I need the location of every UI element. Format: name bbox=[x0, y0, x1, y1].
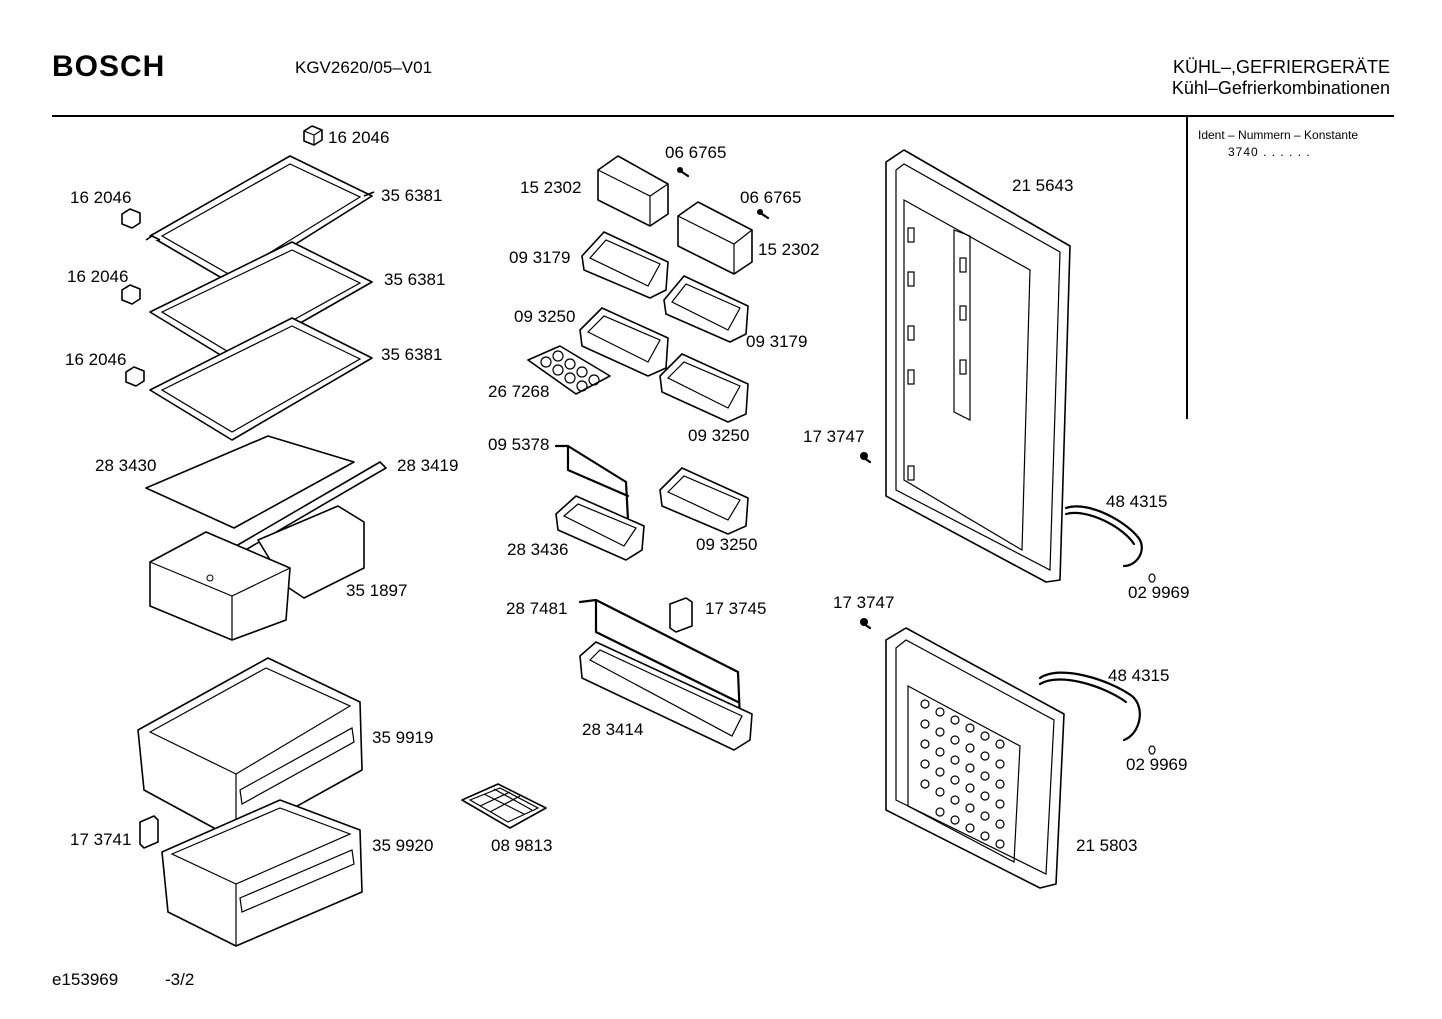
label-door-bin-with-holder: 28 3436 bbox=[507, 540, 568, 559]
shelf-2-part bbox=[149, 241, 373, 363]
label-shelf-1: 35 6381 bbox=[381, 186, 442, 205]
ice-tray-part bbox=[461, 783, 547, 829]
door-bin-small-1-part bbox=[581, 231, 669, 299]
label-handle-2: 48 4315 bbox=[1108, 666, 1169, 685]
glass-cover-part bbox=[145, 435, 355, 529]
cap-2-part bbox=[1148, 745, 1156, 755]
door-bin-with-holder-part bbox=[555, 495, 645, 561]
label-cap-2: 02 9969 bbox=[1126, 755, 1187, 774]
egg-tray-part bbox=[527, 345, 611, 395]
label-freezer-door: 21 5803 bbox=[1076, 836, 1137, 855]
hinge-pin-1-part bbox=[860, 452, 872, 464]
lid-left-part bbox=[597, 155, 669, 227]
label-clip-1: 16 2046 bbox=[70, 188, 131, 207]
freezer-door-grid bbox=[920, 699, 1005, 849]
cap-1-part bbox=[1148, 573, 1156, 583]
screw-2-part bbox=[757, 209, 770, 220]
label-egg-tray: 26 7268 bbox=[488, 382, 549, 401]
label-handle-1: 48 4315 bbox=[1106, 492, 1167, 511]
drawer-lower-part bbox=[161, 799, 363, 947]
label-lid-right: 15 2302 bbox=[758, 240, 819, 259]
label-crisper-bins: 35 1897 bbox=[346, 581, 407, 600]
label-door-bin-3: 09 3250 bbox=[696, 535, 757, 554]
bottle-holder-small-part bbox=[554, 444, 630, 522]
shelf-1-part bbox=[145, 155, 375, 285]
bottle-shelf-part bbox=[579, 641, 753, 751]
crisper-bins-part bbox=[149, 505, 365, 641]
label-drawer-clip: 17 3741 bbox=[70, 830, 131, 849]
label-door-bin-1: 09 3250 bbox=[514, 307, 575, 326]
label-lid-left: 15 2302 bbox=[520, 178, 581, 197]
ident-divider bbox=[1186, 117, 1188, 419]
label-bottle-holder-small: 09 5378 bbox=[488, 435, 549, 454]
label-fridge-door: 21 5643 bbox=[1012, 176, 1073, 195]
bottle-clip-part bbox=[669, 597, 693, 633]
label-bottle-clip: 17 3745 bbox=[705, 599, 766, 618]
category-subtitle: Kühl–Gefrierkombinationen bbox=[1171, 78, 1390, 98]
label-glass-cover: 28 3430 bbox=[95, 456, 156, 475]
label-clip-2: 16 2046 bbox=[67, 267, 128, 286]
door-bin-small-2-part bbox=[663, 275, 749, 343]
category-title: KÜHL–,GEFRIERGERÄTE bbox=[1172, 57, 1390, 77]
drawer-clip-part bbox=[139, 815, 159, 849]
bottle-holder-large-part bbox=[578, 598, 742, 722]
door-bin-1-part bbox=[579, 307, 669, 377]
brand-logo: BOSCH bbox=[52, 50, 166, 83]
lid-right-part bbox=[677, 201, 753, 275]
label-bottle-shelf: 28 3414 bbox=[582, 720, 643, 739]
clip-top-part bbox=[303, 125, 323, 146]
label-shelf-3: 35 6381 bbox=[381, 345, 442, 364]
clip-2-part bbox=[121, 284, 141, 305]
freezer-door-part bbox=[885, 627, 1065, 889]
label-door-bin-small-2: 09 3179 bbox=[746, 332, 807, 351]
page-number: -3/2 bbox=[165, 970, 195, 989]
label-door-bin-2: 09 3250 bbox=[688, 426, 749, 445]
label-screw-2: 06 6765 bbox=[740, 188, 801, 207]
label-shelf-2: 35 6381 bbox=[384, 270, 445, 289]
hinge-pin-2-part bbox=[860, 618, 872, 630]
screw-1-part bbox=[677, 167, 690, 178]
clip-3-part bbox=[125, 366, 145, 387]
model-number: KGV2620/05–V01 bbox=[295, 58, 433, 77]
clip-1-part bbox=[121, 208, 141, 229]
ident-value: 3740 . . . . . . bbox=[1228, 145, 1311, 159]
label-cover-strip: 28 3419 bbox=[397, 456, 458, 475]
label-drawer-upper: 35 9919 bbox=[372, 728, 433, 747]
label-cap-1: 02 9969 bbox=[1128, 583, 1189, 602]
drawer-upper-part bbox=[137, 657, 363, 841]
header-rule bbox=[52, 115, 1394, 117]
label-door-bin-small-1: 09 3179 bbox=[509, 248, 570, 267]
label-clip-3: 16 2046 bbox=[65, 350, 126, 369]
label-drawer-lower: 35 9920 bbox=[372, 836, 433, 855]
label-ice-tray: 08 9813 bbox=[491, 836, 552, 855]
label-bottle-holder-large: 28 7481 bbox=[506, 599, 567, 618]
handle-1-part bbox=[1064, 505, 1143, 568]
label-hinge-pin-2: 17 3747 bbox=[833, 593, 894, 612]
door-bin-2-part bbox=[659, 353, 749, 423]
label-screw-1: 06 6765 bbox=[665, 143, 726, 162]
label-hinge-pin-1: 17 3747 bbox=[803, 427, 864, 446]
handle-2-part bbox=[1038, 671, 1141, 742]
document-id: e153969 bbox=[52, 970, 119, 989]
label-clip-top: 16 2046 bbox=[328, 128, 389, 147]
ident-title: Ident – Nummern – Konstante bbox=[1198, 128, 1359, 142]
fridge-door-part bbox=[885, 149, 1071, 583]
shelf-3-part bbox=[149, 317, 373, 441]
door-bin-3-part bbox=[659, 467, 749, 535]
